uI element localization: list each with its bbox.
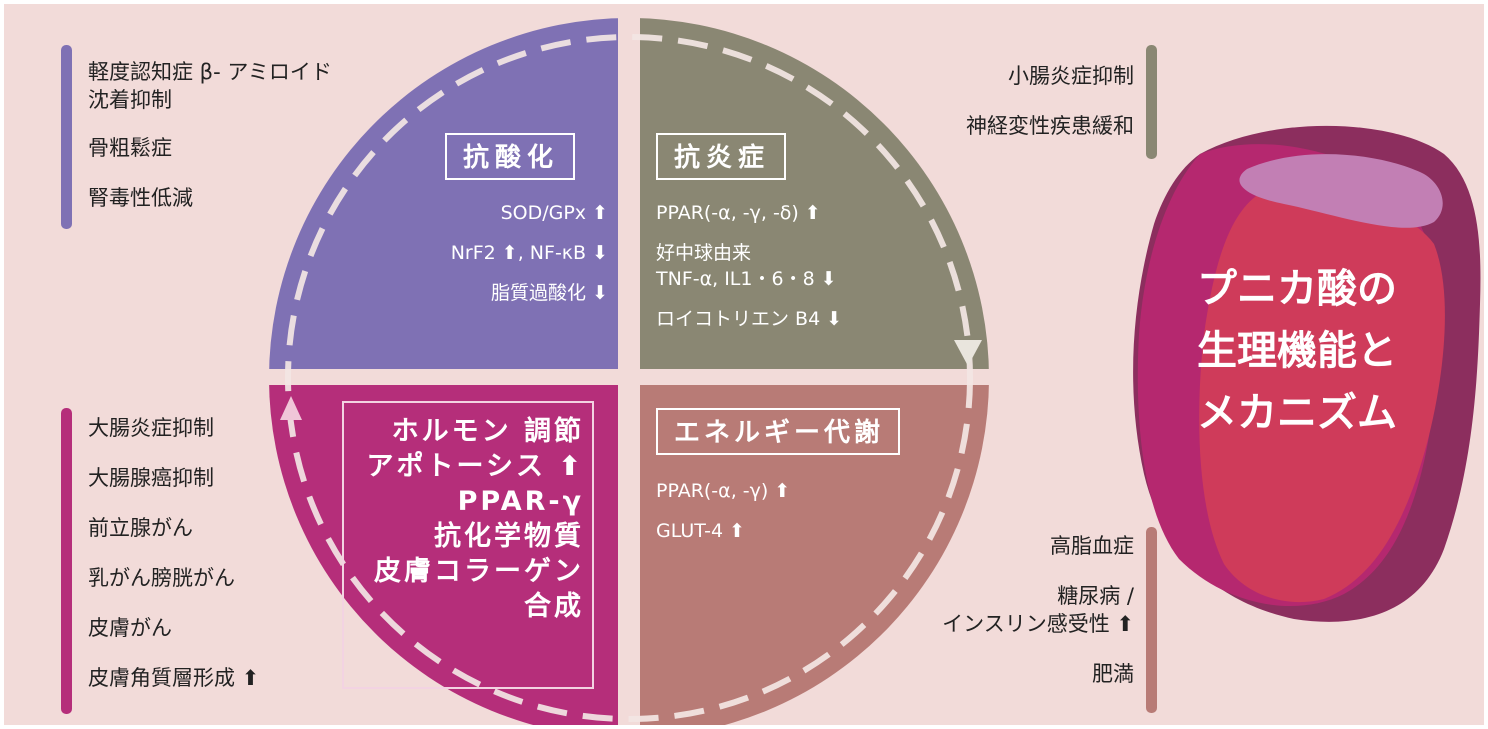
left-bottom-list: 大腸炎症抑制 大腸腺癌抑制 前立腺がん 乳がん膀胱がん 皮膚がん 皮膚角質層形成… [88,414,259,714]
mechanism-line-1: 生理機能と [1197,328,1397,374]
energy-line-0: PPAR(-α, -γ) ⬆ [656,480,791,502]
antiinflammatory-line-2: ロイコトリエン B4 ⬇ [656,308,843,330]
sidebar-purple [61,45,72,229]
diagram-canvas: 軽度認知症 β- アミロイド 沈着抑制 骨粗鬆症 腎毒性低減 小腸炎症抑制 神経… [4,4,1484,725]
left-bottom-item-4: 皮膚がん [88,616,172,640]
left-bottom-item-2: 前立腺がん [88,516,193,540]
quadrant-hormone-bg [269,378,629,725]
antioxidant-line-1: NrF2 ⬆, NF-κB ⬇ [450,242,608,264]
quadrant-antiinflammatory-bg [629,18,989,378]
right-bottom-item-0: 高脂血症 [1050,534,1134,558]
hormone-line-1: アポトーシス ⬆ [366,451,584,482]
right-bottom-list: 高脂血症 糖尿病 / インスリン感受性 ⬆ 肥満 [942,532,1134,710]
right-top-item-0: 小腸炎症抑制 [1008,64,1134,88]
mechanism-title: プニカ酸の 生理機能と メカニズム [1172,258,1422,444]
antioxidant-line-2: 脂質過酸化 ⬇ [491,282,608,304]
antiinflammatory-lines: PPAR(-α, -γ, -δ) ⬆ 好中球由来 TNF-α, IL1・6・8 … [656,200,842,346]
left-bottom-item-0: 大腸炎症抑制 [88,416,214,440]
quadrant-energy-bg [629,378,989,725]
hormone-line-2: PPAR-γ [457,486,584,517]
sidebar-olive [1146,45,1157,159]
right-bottom-item-2: 肥満 [1092,662,1134,686]
antioxidant-title: 抗酸化 [445,133,576,180]
hormone-lines: ホルモン 調節 アポトーシス ⬆ PPAR-γ 抗化学物質 皮膚コラーゲン 合成 [367,414,584,624]
left-bottom-item-5: 皮膚角質層形成 ⬆ [88,666,260,690]
antioxidant-lines: SOD/GPx ⬆ NrF2 ⬆, NF-κB ⬇ 脂質過酸化 ⬇ [451,200,608,320]
left-top-list: 軽度認知症 β- アミロイド 沈着抑制 骨粗鬆症 腎毒性低減 [88,58,332,234]
left-bottom-item-1: 大腸腺癌抑制 [88,466,214,490]
left-top-item-0: 軽度認知症 β- アミロイド 沈着抑制 [88,60,332,112]
mechanism-line-2: メカニズム [1197,390,1397,436]
hormone-line-3: 抗化学物質 [434,521,584,552]
sidebar-rose [1146,527,1157,713]
sidebar-magenta [61,408,72,714]
antiinflammatory-line-1: 好中球由来 TNF-α, IL1・6・8 ⬇ [656,242,837,290]
right-top-list: 小腸炎症抑制 神経変性疾患緩和 [966,62,1134,162]
antioxidant-line-0: SOD/GPx ⬆ [500,202,608,224]
left-top-item-2: 腎毒性低減 [88,186,193,210]
energy-lines: PPAR(-α, -γ) ⬆ GLUT-4 ⬆ [656,478,790,558]
dashed-cycle-ring [285,34,973,722]
energy-line-1: GLUT-4 ⬆ [656,520,746,542]
left-bottom-item-3: 乳がん膀胱がん [88,566,235,590]
hormone-box [342,401,594,689]
fruit-highlight [1239,154,1443,228]
right-bottom-item-1: 糖尿病 / インスリン感受性 ⬆ [942,584,1134,636]
quadrant-antioxidant-bg [269,18,629,378]
fruit-red-face [1199,191,1445,603]
cycle-arrowhead-up [280,396,302,420]
left-top-item-1: 骨粗鬆症 [88,136,172,160]
antiinflammatory-title: 抗炎症 [656,133,787,180]
energy-title: エネルギー代謝 [656,408,901,455]
antiinflammatory-line-0: PPAR(-α, -γ, -δ) ⬆ [656,202,821,224]
hormone-line-0: ホルモン 調節 [391,416,584,447]
quadrant-circle-diagram [61,4,1481,725]
hormone-line-4: 皮膚コラーゲン 合成 [374,556,584,622]
mechanism-line-0: プニカ酸の [1197,266,1397,312]
right-top-item-1: 神経変性疾患緩和 [966,114,1134,138]
cycle-arrowhead-down [954,340,982,366]
